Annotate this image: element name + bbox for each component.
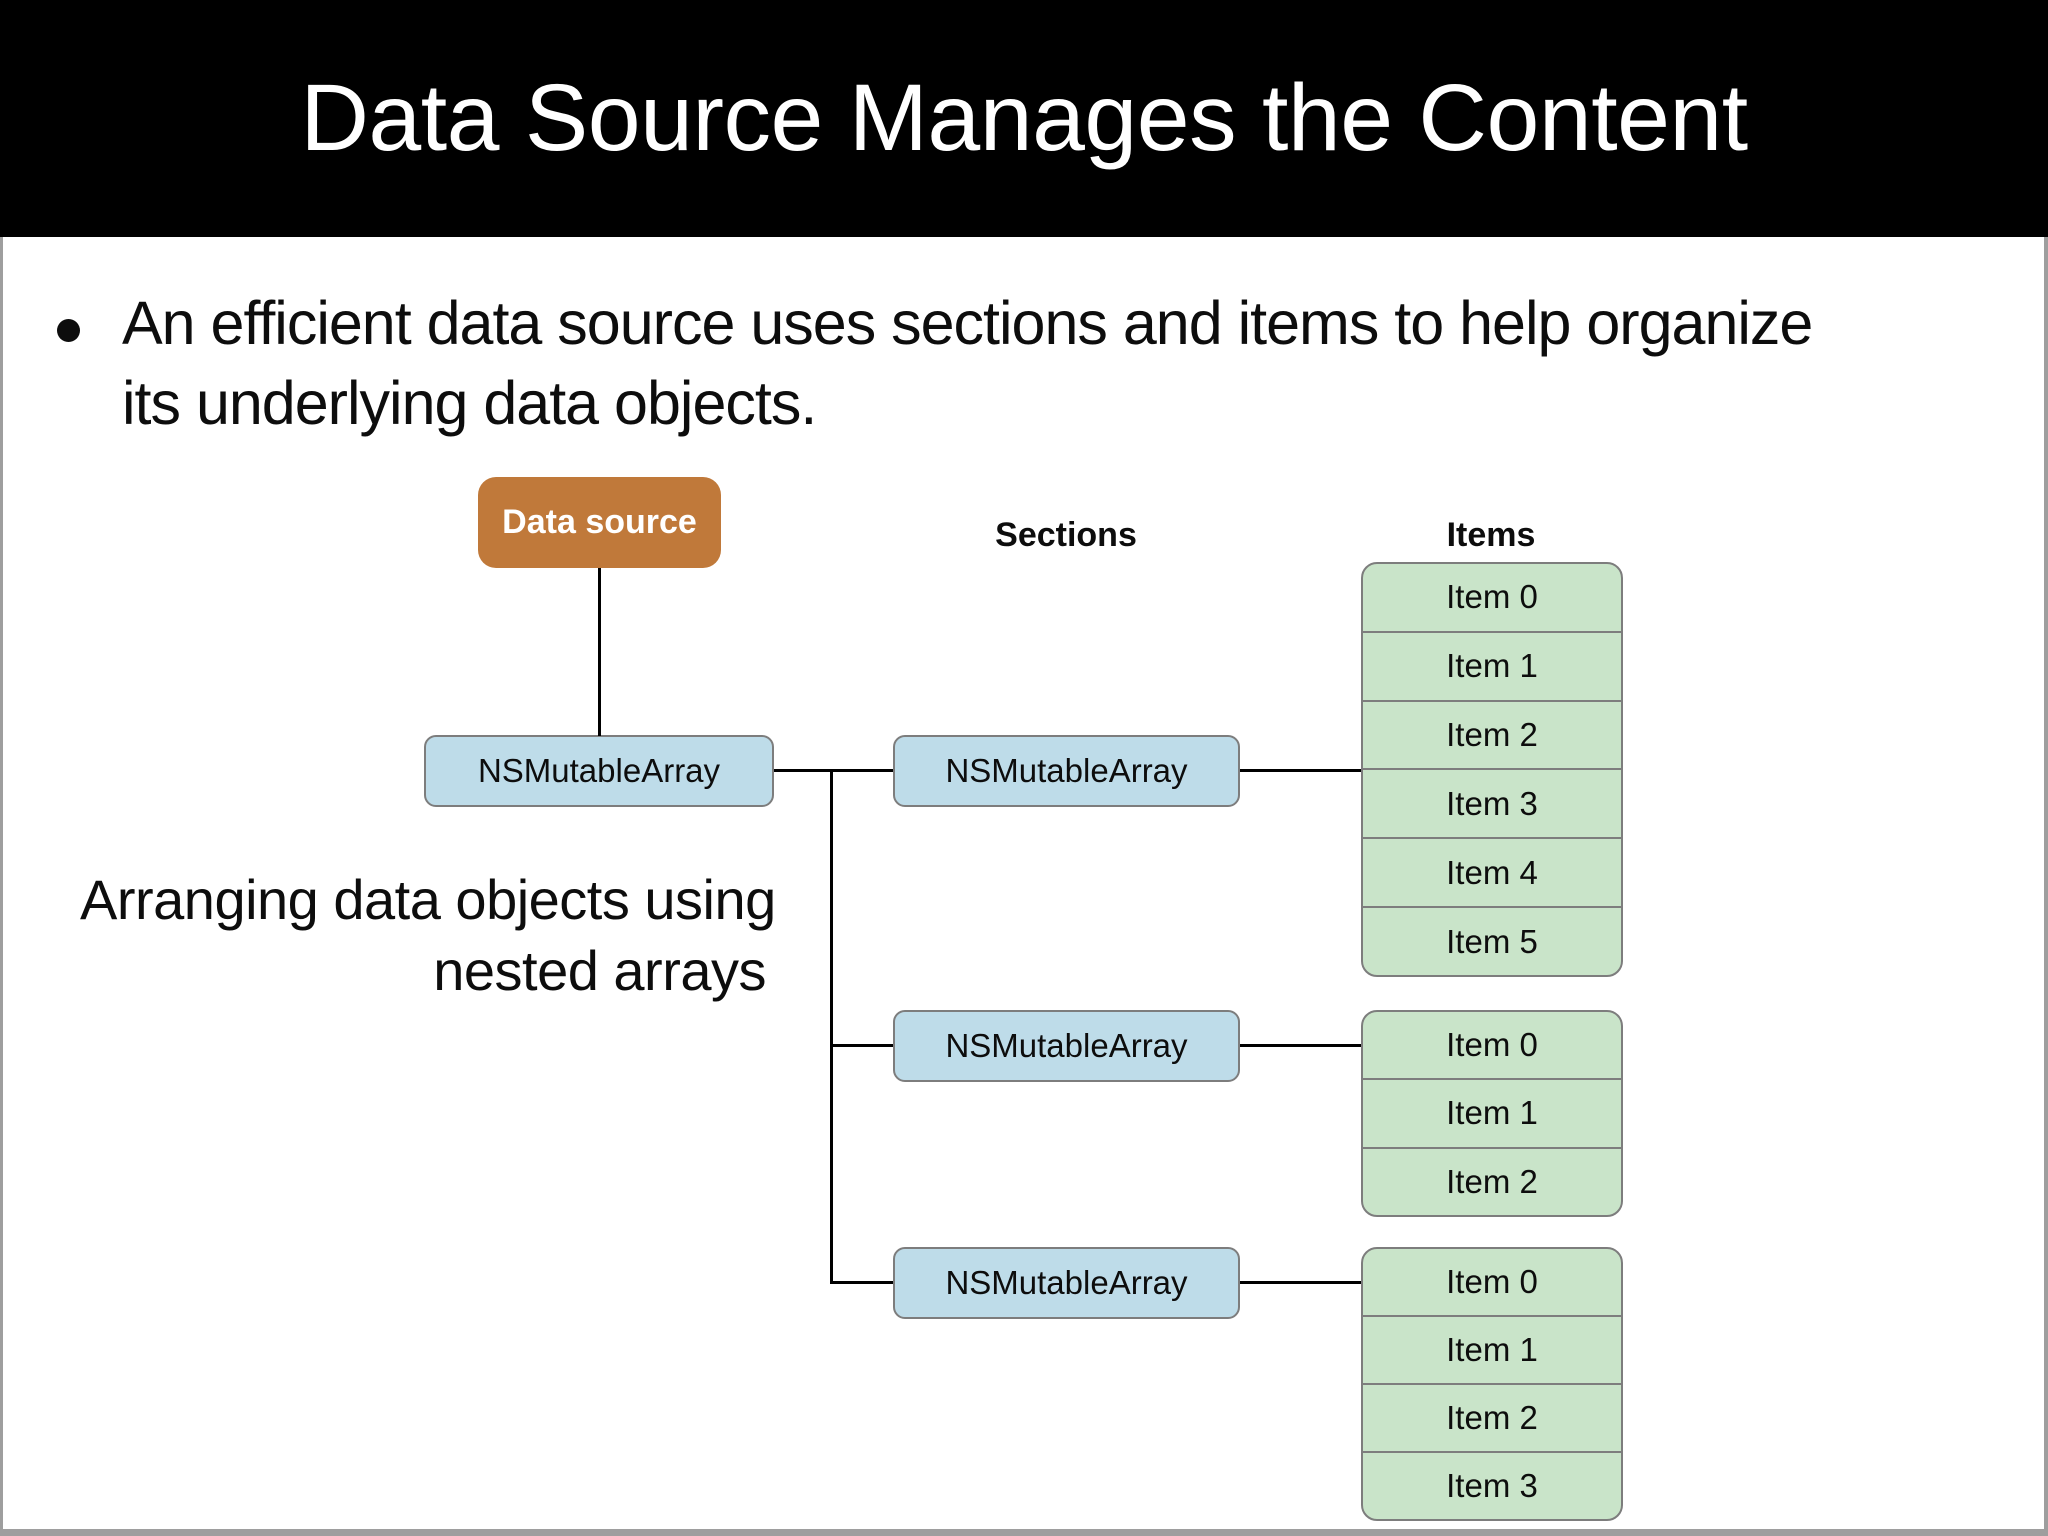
diagram-caption: Arranging data objects using nested arra… xyxy=(80,864,776,1006)
item-row: Item 2 xyxy=(1446,1162,1538,1200)
connector-section1-to-items xyxy=(1240,769,1361,772)
slide-bottom-edge xyxy=(0,1529,2048,1536)
items-column-header: Items xyxy=(1446,516,1536,554)
sections-column-header: Sections xyxy=(995,516,1137,554)
bullet-marker xyxy=(57,319,80,342)
slide-right-edge xyxy=(2044,237,2048,1536)
item-row: Item 4 xyxy=(1363,839,1621,909)
slide-title: Data Source Manages the Content xyxy=(300,65,1748,171)
item-row: Item 5 xyxy=(1446,922,1538,960)
item-row: Item 1 xyxy=(1363,1317,1621,1385)
connector-trunk-to-section2 xyxy=(830,1044,894,1047)
slide-left-edge xyxy=(0,237,3,1536)
bullet-text: An efficient data source uses sections a… xyxy=(122,283,1813,443)
connector-root-to-section1 xyxy=(774,769,893,772)
connector-trunk-to-section3 xyxy=(830,1281,894,1284)
item-row: Item 0 xyxy=(1363,1249,1621,1317)
root-array-box: NSMutableArray xyxy=(424,735,774,807)
caption-line-1: Arranging data objects using xyxy=(80,868,776,931)
connector-section2-to-items xyxy=(1240,1044,1361,1047)
bullet-line-2: its underlying data objects. xyxy=(122,369,817,437)
item-row: Item 2 xyxy=(1363,1385,1621,1453)
data-source-box: Data source xyxy=(478,477,721,568)
connector-datasource-to-root xyxy=(598,568,601,736)
item-row: Item 0 xyxy=(1363,564,1621,633)
connector-trunk xyxy=(830,769,833,1284)
connector-section3-to-items xyxy=(1240,1281,1361,1284)
item-row: Item 1 xyxy=(1363,1080,1621,1149)
item-row: Item 2 xyxy=(1363,702,1621,771)
item-row: Item 0 xyxy=(1363,1012,1621,1081)
section-array-box-1: NSMutableArray xyxy=(893,735,1240,807)
item-row: Item 3 xyxy=(1363,770,1621,840)
item-row: Item 1 xyxy=(1363,633,1621,702)
section-array-box-2: NSMutableArray xyxy=(893,1010,1240,1082)
caption-line-2: nested arrays xyxy=(433,939,766,1002)
item-row: Item 3 xyxy=(1446,1467,1538,1504)
section-array-box-3: NSMutableArray xyxy=(893,1247,1240,1319)
bullet-line-1: An efficient data source uses sections a… xyxy=(122,289,1813,357)
title-bar: Data Source Manages the Content xyxy=(0,0,2048,237)
